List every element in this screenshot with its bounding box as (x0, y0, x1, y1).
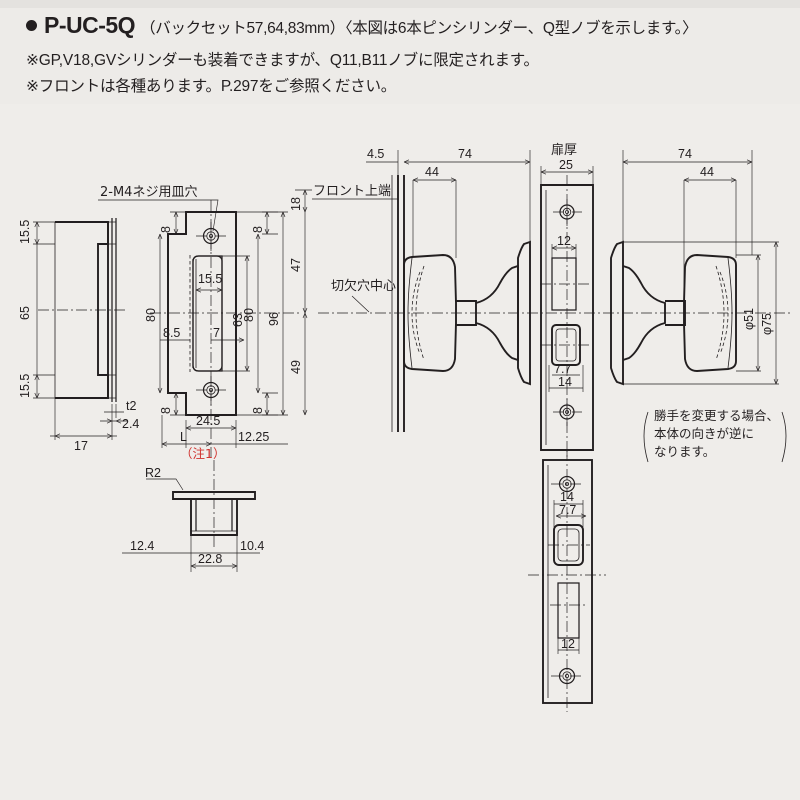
label-r2: R2 (145, 466, 161, 480)
dim-sp-80left: 80 (144, 308, 158, 322)
dim-offset-85: 8.5 (163, 326, 180, 340)
dim-latch-12: 12 (557, 234, 571, 248)
dim-asm-44right: 44 (700, 165, 714, 179)
strike-plate-group: 2-M4ネジ用皿穴 8 80 8 15.5 8.5 7 (98, 185, 312, 461)
label-cutout-center: 切欠穴中心 (331, 278, 396, 294)
dim-chain-18: 18 (289, 197, 303, 211)
screw-hole-top (196, 222, 227, 251)
dim-offset-7: 7 (213, 326, 220, 340)
reverse-note-line2: 本体の向きが逆に (654, 426, 754, 441)
dim-chain-47: 47 (289, 258, 303, 272)
dim-latch-14: 14 (558, 375, 572, 389)
header-note-1: ※GP,V18,GVシリンダーも装着できますが、Q11,B11ノブに限定されます… (26, 52, 539, 69)
top-band (0, 0, 800, 8)
dim-sp-80right: 80 (242, 308, 256, 322)
dim-side-top: 15.5 (18, 220, 32, 244)
dim-knob-phi51: φ51 (742, 308, 756, 330)
label-front-top-edge: フロント上端 (313, 184, 391, 199)
dim-sp-96: 96 (267, 312, 281, 326)
bullet-icon (26, 20, 37, 31)
label-door-thickness: 扉厚 (551, 142, 577, 158)
dim-asm-25: 25 (559, 158, 573, 172)
dim-asm-45: 4.5 (367, 147, 384, 161)
dim-latch-77: 7.7 (554, 362, 571, 376)
dim-latch-228: 22.8 (198, 552, 222, 566)
side-view-group: 15.5 65 15.5 t2 2.4 17 (18, 218, 139, 453)
header-note-2: ※フロントは各種あります。P.297をご参照ください。 (26, 78, 397, 95)
door-screw-top (553, 199, 582, 226)
dim-chain-49: 49 (289, 360, 303, 374)
product-code: P-UC-5Q (44, 12, 136, 38)
front-plate-group: 14 7.7 12 (528, 450, 606, 712)
dim-sp-L: L (180, 430, 187, 444)
dim-asm-74left: 74 (458, 147, 472, 161)
dim-sp-right-bot8: 8 (251, 407, 265, 414)
left-knob (403, 240, 531, 386)
assembly-group: フロント上端 切欠穴中心 4 (312, 142, 793, 463)
dim-thickness-t: t2 (126, 399, 136, 413)
dim-thickness-val: 2.4 (122, 417, 139, 431)
door-screw-bottom (553, 399, 582, 426)
dim-sp-right-top8: 8 (251, 226, 265, 233)
dim-fp-77: 7.7 (559, 503, 576, 517)
door-section (540, 175, 594, 460)
dim-sp-top8: 8 (159, 226, 173, 233)
reverse-note-line1: 勝手を変更する場合、 (654, 408, 779, 423)
dim-side-mid: 65 (18, 306, 32, 320)
dim-sp-1225: 12.25 (238, 430, 269, 444)
dim-sp-245: 24.5 (196, 414, 220, 428)
note-mark-1: （注1） (180, 446, 225, 461)
dim-asm-74right: 74 (678, 147, 692, 161)
dim-knob-phi75: φ75 (760, 313, 774, 335)
label-screw-hole: 2-M4ネジ用皿穴 (100, 185, 197, 200)
dim-latch-124: 12.4 (130, 539, 154, 553)
title-suffix: （バックセット57,64,83mm）〈本図は6本ピンシリンダー、Q型ノブを示しま… (140, 20, 698, 37)
latch-detail-group: R2 12.4 10.4 22.8 (122, 460, 264, 572)
dim-asm-44left: 44 (425, 165, 439, 179)
right-knob (610, 240, 737, 386)
dim-fp-12: 12 (561, 637, 575, 651)
screw-hole-bottom (196, 376, 227, 405)
dim-side-bottom: 15.5 (18, 374, 32, 398)
fp-screw-bottom (551, 667, 584, 685)
dim-sp-63: 63 (231, 313, 245, 327)
title-row: P-UC-5Q （バックセット57,64,83mm）〈本図は6本ピンシリンダー、… (26, 12, 698, 39)
reverse-note-line3: なります。 (654, 444, 715, 459)
dim-latch-104: 10.4 (240, 539, 264, 553)
header-band (0, 8, 800, 104)
dim-side-depth: 17 (74, 439, 88, 453)
dim-sp-bot8: 8 (159, 407, 173, 414)
dim-fp-14: 14 (560, 490, 574, 504)
dim-slot-155: 15.5 (198, 272, 222, 286)
